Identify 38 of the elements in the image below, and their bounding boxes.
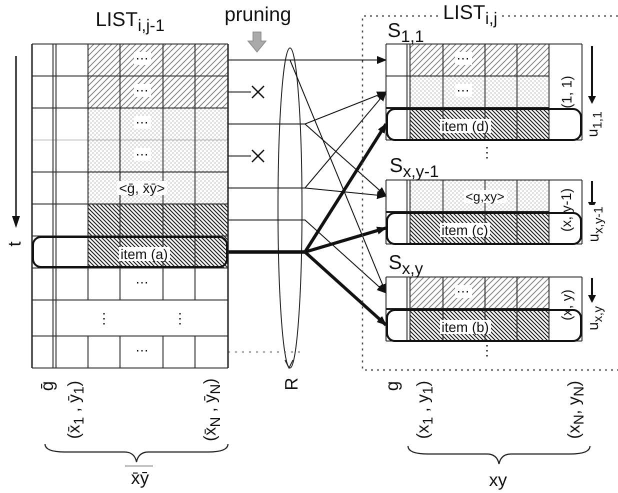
list-table bbox=[386, 158, 582, 244]
cell-text: (1, 1) bbox=[558, 76, 573, 108]
ellipsis: ⋮ bbox=[97, 311, 111, 325]
box-title: S$_{x,y}$ bbox=[388, 252, 424, 278]
list-table bbox=[386, 255, 582, 341]
item-label: item (d) bbox=[440, 119, 491, 133]
arrow bbox=[228, 188, 387, 200]
arrow bbox=[228, 250, 388, 326]
cell-text: <g,xy> bbox=[464, 190, 507, 202]
item-label: item (c) bbox=[440, 223, 490, 237]
axis-label: t bbox=[5, 242, 23, 246]
cell-text: <ḡ, x̄ȳ> bbox=[117, 181, 167, 195]
ellipsis: ⋯ bbox=[136, 344, 148, 356]
cell-text: (x, y-1) bbox=[558, 188, 573, 232]
cross-mark bbox=[250, 148, 266, 164]
ellipsis: ⋮ bbox=[480, 145, 494, 159]
ellipsis: ⋯ bbox=[136, 276, 148, 288]
column-label: ḡ bbox=[38, 381, 56, 391]
list-title: LIST$_{i,j-1}$ bbox=[96, 10, 165, 34]
column-label: g bbox=[383, 381, 401, 391]
group-label: xy bbox=[489, 471, 507, 489]
item-row bbox=[386, 108, 582, 141]
list-title: LIST$_{i,j}$ bbox=[441, 2, 500, 28]
item-row bbox=[32, 236, 228, 268]
item-row bbox=[386, 212, 582, 245]
arrow bbox=[228, 220, 387, 294]
arrow bbox=[228, 124, 387, 197]
group-label: x̄ȳ bbox=[131, 469, 149, 487]
box-title: S$_{x,y-1}$ bbox=[390, 156, 439, 180]
cross-mark bbox=[250, 84, 266, 100]
annotation-text: pruning bbox=[224, 5, 292, 25]
box-title: S$_{1,1}$ bbox=[388, 20, 424, 46]
relation-label: R bbox=[282, 378, 300, 390]
item-label: item (a) bbox=[118, 247, 170, 261]
ellipsis: ⋮ bbox=[173, 311, 187, 325]
list-frame bbox=[362, 4, 618, 371]
item-label: item (b) bbox=[440, 320, 491, 334]
ellipsis: ⋮ bbox=[480, 343, 494, 357]
